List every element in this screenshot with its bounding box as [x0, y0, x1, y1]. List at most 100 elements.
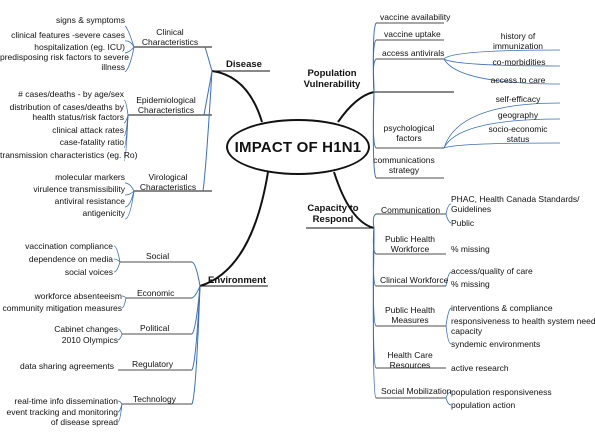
branch-environment: Environment — [208, 275, 267, 286]
item-event-tracking: event tracking and monitoring — [6, 407, 118, 417]
connector-line — [372, 213, 377, 229]
item-access-quality: access/quality of care — [451, 266, 533, 276]
connector-line — [124, 46, 135, 73]
item-health-status: health status/risk factors — [32, 112, 124, 122]
center-node: IMPACT OF H1N1 — [226, 119, 370, 175]
item-molecular-markers: molecular markers — [55, 172, 125, 182]
factor-geography: geography — [497, 110, 539, 120]
item-syndemic: syndemic environments — [451, 339, 541, 349]
connector-line — [117, 328, 123, 335]
connector-line — [445, 203, 452, 215]
connector-line — [337, 91, 375, 123]
connector-line — [445, 271, 452, 287]
connector-line — [113, 245, 121, 263]
subbranch-political: Political — [140, 323, 170, 333]
connector-line — [202, 70, 213, 192]
item-cases-deaths: # cases/deaths - by age/sex — [18, 89, 124, 99]
connector-line — [333, 171, 375, 229]
item-realtime-info: real-time info dissemination — [14, 396, 118, 406]
connector-line — [124, 40, 135, 48]
subbranch-communication: Communication — [381, 205, 441, 215]
item-dependence-media: dependence on media — [28, 254, 113, 264]
item-access-antivirals: access antivirals — [382, 48, 445, 58]
item-social-voices: social voices — [64, 267, 113, 277]
item-virulence: virulence transmissibility — [33, 184, 125, 194]
connector-line — [443, 102, 561, 149]
item-illness: illness — [101, 62, 125, 72]
connector-line — [204, 46, 213, 72]
item-public: Public — [451, 218, 475, 228]
item-hospitalization: hospitalization (eg. ICU) — [34, 42, 125, 52]
item-disease-spread: of disease spread — [50, 417, 118, 427]
connector-line — [443, 58, 561, 67]
item-capacity: capacity — [451, 326, 483, 336]
center-title: IMPACT OF H1N1 — [234, 138, 362, 156]
connector-line — [445, 397, 452, 406]
connector-line — [124, 46, 135, 54]
item-attack-rates: clinical attack rates — [52, 125, 124, 135]
item-cabinet-changes: Cabinet changes — [54, 324, 118, 334]
connector-line — [443, 58, 561, 85]
factor-co-morbidities: co-morbidities — [492, 57, 546, 67]
item-predisposing-risk: predisposing risk factors to severe — [0, 52, 129, 62]
connector-line — [117, 400, 123, 405]
connector-line — [113, 261, 121, 273]
factor-access-to-care: access to care — [490, 75, 546, 85]
connector-line — [121, 297, 127, 309]
subbranch-clinical-workforce: Clinical Workforce — [380, 275, 449, 285]
subbranch-economic: Economic — [137, 288, 175, 298]
item-phac-standards: PHAC, Health Canada Standards/ — [451, 194, 580, 204]
item-workforce-absenteeism: workforce absenteeism — [34, 291, 122, 301]
connector-line — [123, 99, 129, 116]
connector-line — [117, 333, 123, 341]
connector-line — [191, 285, 201, 405]
item-population-responsiveness: population responsiveness — [451, 387, 552, 397]
connector-line — [372, 91, 377, 179]
subbranch-regulatory: Regulatory — [132, 359, 174, 369]
item-antiviral-resistance: antiviral resistance — [54, 196, 125, 206]
connector-line — [124, 182, 135, 192]
item-clinical-features: clinical features -severe cases — [11, 30, 125, 40]
connector-line — [443, 142, 561, 149]
connector-line — [191, 285, 201, 299]
item-case-fatality: case-fatality ratio — [59, 137, 124, 147]
connector-line — [123, 114, 129, 162]
branch-disease: Disease — [226, 59, 262, 70]
connector-line — [113, 258, 121, 263]
connector-line — [121, 295, 127, 299]
connector-line — [443, 118, 561, 149]
connector-line — [445, 213, 452, 224]
subbranch-technology: Technology — [133, 394, 177, 404]
connector-line — [211, 70, 263, 123]
connector-line — [124, 190, 135, 196]
item-antigenicity: antigenicity — [82, 208, 125, 218]
item-active-research: active research — [451, 363, 509, 373]
connector-line — [372, 58, 377, 93]
connector-line — [117, 403, 123, 423]
item-responsiveness: responsiveness to health system needs, — [451, 316, 595, 326]
item-population-action: population action — [451, 400, 516, 410]
connector-line — [445, 307, 452, 327]
connector-line — [191, 261, 201, 287]
factor-self-efficacy: self-efficacy — [495, 94, 541, 104]
item-transmission: transmission characteristics (eg. Ro) — [0, 150, 138, 160]
item-vaccine-uptake: vaccine uptake — [384, 29, 441, 39]
connector-line — [199, 171, 269, 287]
item-interventions: interventions & compliance — [451, 303, 553, 313]
subbranch-social-mobilization: Social Mobilization — [381, 386, 452, 396]
connector-line — [124, 190, 135, 220]
connector-line — [124, 25, 135, 48]
item-vaccine-availability: vaccine availability — [380, 12, 451, 22]
item-guidelines: Guidelines — [451, 204, 492, 214]
item-clinical-missing: % missing — [451, 279, 490, 289]
